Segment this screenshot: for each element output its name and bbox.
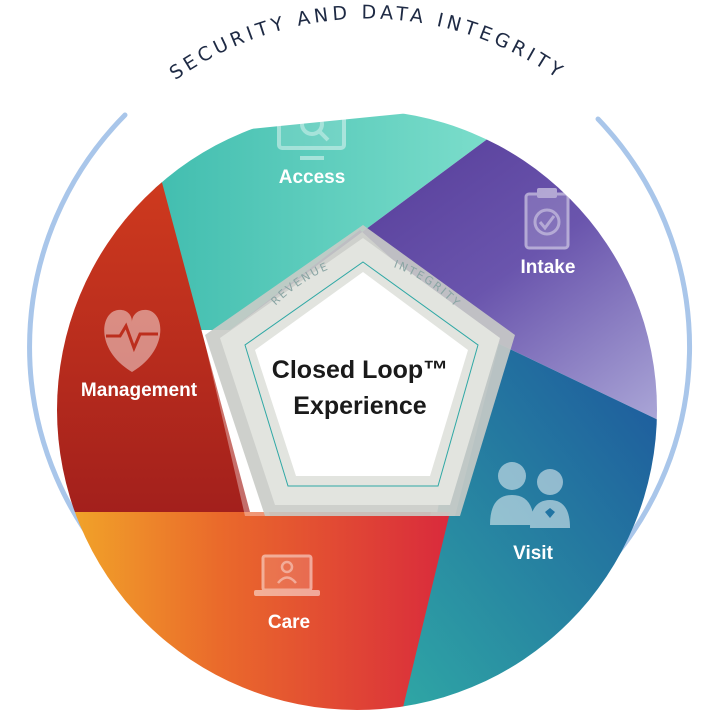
segment-access[interactable] [140,100,540,330]
doctor-patient-icon [490,462,570,528]
segment-label-intake: Intake [521,257,576,278]
segment-label-care: Care [268,612,310,633]
center-title-line2: Experience [293,392,427,420]
center-title-line1: Closed Loop™ [272,356,448,384]
segment-care[interactable] [30,512,450,720]
monitor-search-icon [277,101,346,160]
laptop-person-icon [254,554,320,596]
heart-pulse-icon [104,309,161,372]
outer-ring-label: SECURITY AND DATA INTEGRITY [166,2,570,85]
clipboard-check-icon [524,188,570,250]
segment-label-management: Management [81,380,198,401]
segment-label-visit: Visit [513,543,553,564]
center-pentagon [205,225,515,516]
segment-label-access: Access [279,167,346,188]
